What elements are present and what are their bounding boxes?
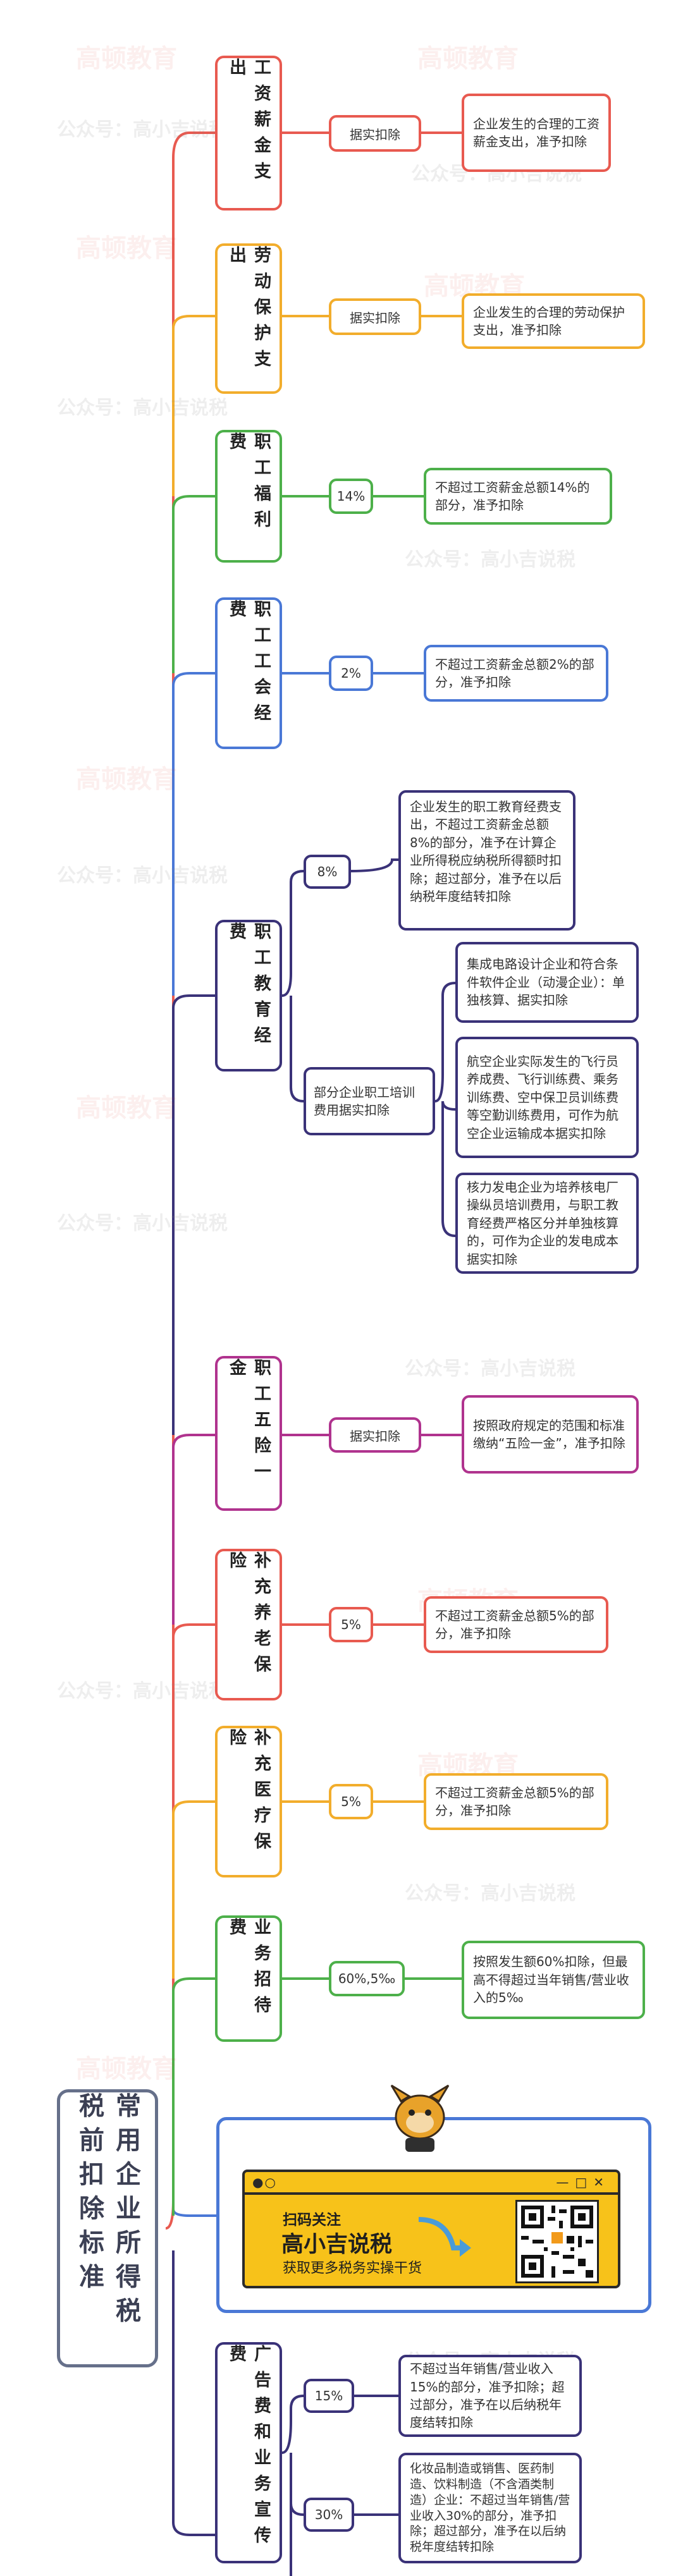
arrow-icon <box>418 2217 471 2257</box>
item-name: 补充医疗保险 <box>215 1726 282 1877</box>
item-label-secondary: 部分企业职工培训费用据实扣除 <box>304 1067 435 1135</box>
item-desc: 不超过工资薪金总额5%的部分，准予扣除 <box>424 1596 608 1653</box>
mascot-icon <box>390 2084 450 2152</box>
item-name: 补充养老保险 <box>215 1549 282 1700</box>
item-name: 工资薪金支出 <box>215 56 282 211</box>
item-label: 据实扣除 <box>329 298 421 335</box>
window-dots-icon: ●○ <box>252 2175 277 2190</box>
window-controls-icon: —□✕ <box>556 2175 610 2190</box>
branch-desc: 化妆品制造或销售、医药制造、饮料制造（不含酒类制造）企业：不超过当年销售/营业收… <box>398 2453 582 2563</box>
item-desc: 按照发生额60%扣除，但最高不得超过当年销售/营业收入的5‰ <box>462 1941 645 2019</box>
promo-window: ●○ —□✕ 扫码关注 高小吉说税 获取更多税务实操干货 <box>242 2170 620 2288</box>
item-name: 职工教育经费 <box>215 920 282 1071</box>
item-desc: 企业发生的合理的工资薪金支出，准予扣除 <box>462 94 611 172</box>
promo-line2: 高小吉说税 <box>281 2232 393 2257</box>
branch-label: 30% <box>304 2498 354 2532</box>
item-subdesc: 航空企业实际发生的飞行员养成费、飞行训练费、乘务训练费、空中保卫员训练费等空勤训… <box>455 1037 639 1158</box>
item-name: 劳动保护支出 <box>215 243 282 394</box>
item-name: 职工五险一金 <box>215 1356 282 1511</box>
qr-code-icon[interactable] <box>515 2200 599 2283</box>
promo-card: ●○ —□✕ 扫码关注 高小吉说税 获取更多税务实操干货 <box>216 2084 651 2313</box>
item-desc: 不超过工资薪金总额2%的部分，准予扣除 <box>424 645 608 702</box>
item-name: 业务招待费 <box>215 1915 282 2042</box>
item-label: 5% <box>329 1607 373 1642</box>
item-subdesc: 核力发电企业为培养核电厂操纵员培训费用，与职工教育经费严格区分并单独核算的，可作… <box>455 1173 639 1274</box>
item-name: 职工福利费 <box>215 430 282 563</box>
item-desc: 不超过工资薪金总额5%的部分，准予扣除 <box>424 1773 608 1830</box>
item-desc: 按照政府规定的范围和标准缴纳“五险一金”，准予扣除 <box>462 1395 639 1474</box>
item-label: 60%,5‰ <box>329 1961 405 1996</box>
item-label: 2% <box>329 656 373 691</box>
promo-line3: 获取更多税务实操干货 <box>283 2261 422 2276</box>
item-name: 广告费和业务宣传费 <box>215 2342 282 2563</box>
item-name: 职工工会经费 <box>215 597 282 749</box>
item-desc: 企业发生的职工教育经费支出，不超过工资薪金总额8%的部分，准予在计算企业所得税应… <box>398 790 575 931</box>
root-title: 常用企业所得税税前扣除标准 <box>57 2089 158 2367</box>
branch-desc: 不超过当年销售/营业收入15%的部分，准予扣除；超过部分，准予在以后纳税年度结转… <box>398 2355 582 2437</box>
item-label: 5% <box>329 1784 373 1819</box>
item-desc: 企业发生的合理的劳动保护支出，准予扣除 <box>462 293 645 349</box>
promo-window-bar: ●○ —□✕ <box>245 2172 618 2195</box>
item-label: 据实扣除 <box>329 1417 421 1453</box>
item-desc: 不超过工资薪金总额14%的部分，准予扣除 <box>424 468 612 525</box>
promo-line1: 扫码关注 <box>283 2212 341 2228</box>
item-label: 8% <box>304 855 351 889</box>
branch-label: 15% <box>304 2379 354 2413</box>
item-subdesc: 集成电路设计企业和符合条件软件企业（动漫企业）：单独核算、据实扣除 <box>455 942 639 1023</box>
item-label: 据实扣除 <box>329 115 421 152</box>
item-label: 14% <box>329 479 373 514</box>
